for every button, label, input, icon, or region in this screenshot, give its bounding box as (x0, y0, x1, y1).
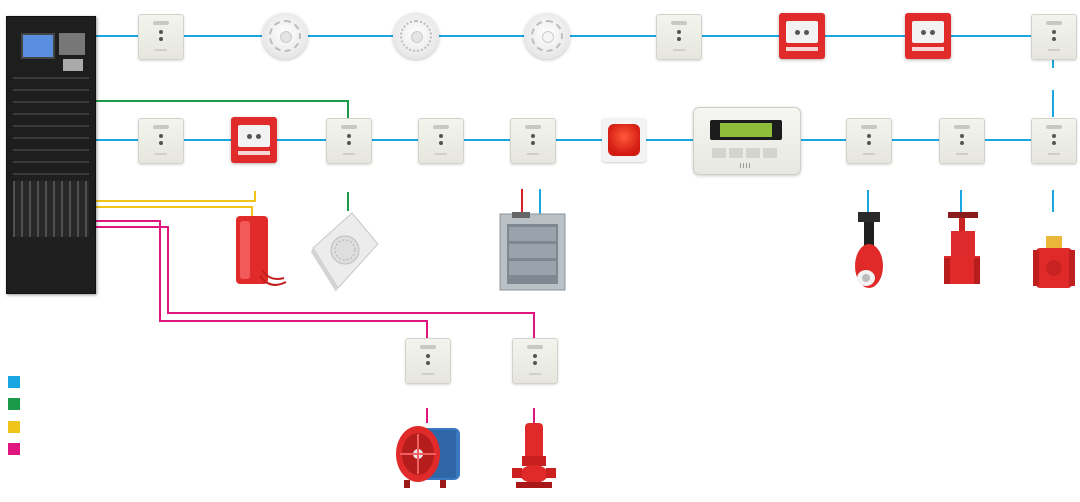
fire-alarm-control-cabinet-icon (6, 16, 96, 294)
legend-swatch-loop-bus (8, 376, 20, 388)
input-output-module-icon (138, 118, 184, 164)
repeater-buttons (712, 148, 780, 158)
repeater-screen (710, 120, 782, 140)
legend-swatch-telephone (8, 421, 20, 433)
broadcast-line (94, 100, 349, 118)
repeater-buzzer (740, 163, 750, 168)
input-output-module-icon (1031, 14, 1077, 60)
legend-swatch-broadcast (8, 398, 20, 410)
telephone-line-1 (94, 191, 256, 202)
input-output-module-icon (939, 118, 985, 164)
input-output-module-icon (1031, 118, 1077, 164)
cabinet-keypad (59, 33, 85, 55)
input-output-module-icon (510, 118, 556, 164)
input-output-module-icon (512, 338, 558, 384)
cabinet-display (21, 33, 55, 59)
fire-pump-icon (512, 423, 556, 488)
ceiling-speaker-icon (311, 212, 379, 292)
telephone-line-2 (94, 206, 253, 216)
cabinet-panel-rows (13, 77, 89, 177)
linkage-line-pump (94, 226, 535, 338)
input-output-module-icon (138, 14, 184, 60)
floor-repeater-panel-icon (693, 107, 801, 175)
cabinet-switch-grid (13, 181, 89, 237)
manual-call-point-icon (779, 13, 825, 59)
input-output-module-icon (418, 118, 464, 164)
legend-swatch-linkage (8, 443, 20, 455)
cabinet-printer (63, 59, 83, 71)
smoke-detector-icon (262, 13, 308, 59)
fire-damper-icon (499, 212, 566, 291)
linkage-line-fan (94, 220, 428, 338)
manual-call-point-icon (231, 117, 277, 163)
signal-gate-valve-icon (944, 212, 980, 284)
legend (8, 376, 22, 458)
input-output-module-icon (405, 338, 451, 384)
pressure-switch-valve-icon (1033, 236, 1075, 288)
broadcast-module-icon (326, 118, 372, 164)
water-flow-indicator-icon (855, 212, 883, 288)
input-output-module-icon (656, 14, 702, 60)
fire-telephone-icon (236, 216, 287, 286)
input-output-module-icon (846, 118, 892, 164)
smoke-exhaust-fan-icon (396, 426, 460, 488)
hydrant-button-icon (905, 13, 951, 59)
combined-smoke-heat-detector-icon (524, 13, 570, 59)
heat-detector-icon (393, 13, 439, 59)
audible-visual-alarm-icon (602, 118, 646, 162)
